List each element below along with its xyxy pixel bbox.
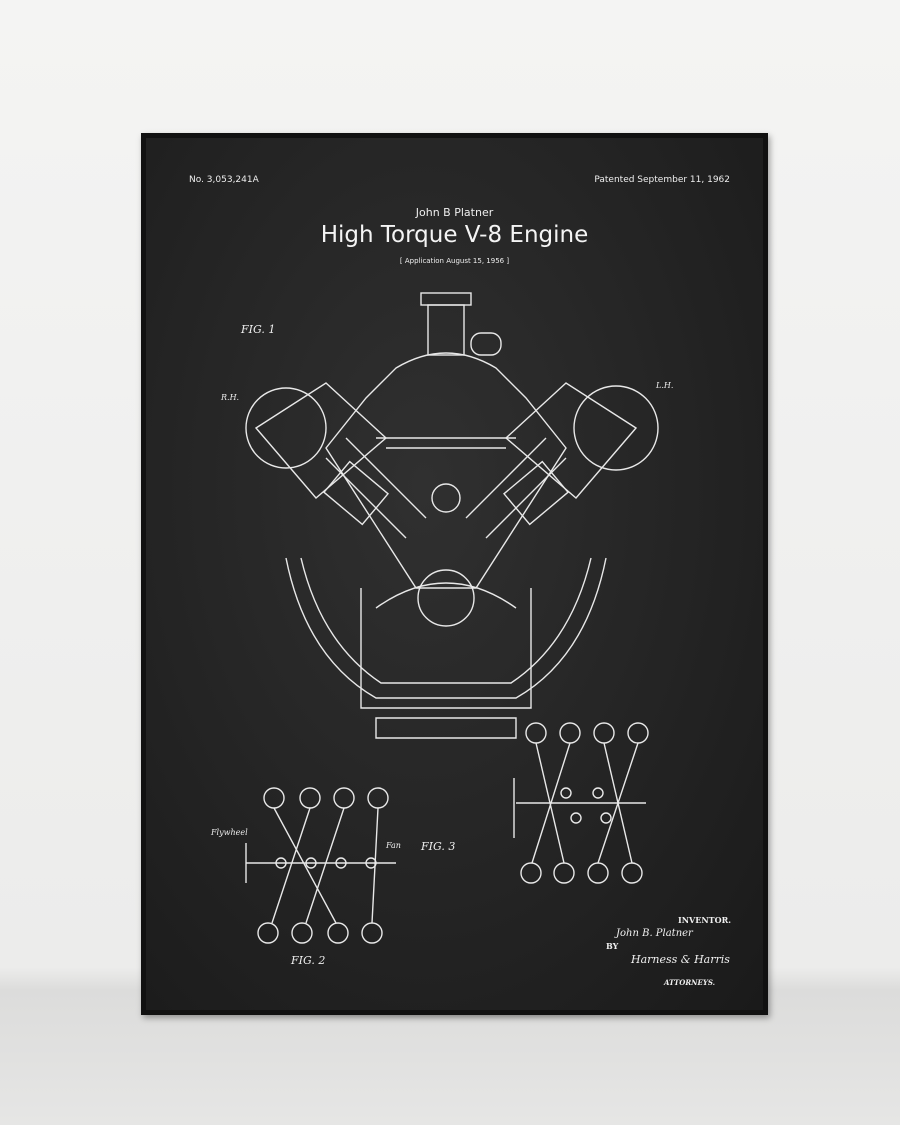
fig2-firing-diagram [245,787,396,944]
patent-poster: No. 3,053,241A Patented September 11, 19… [146,138,763,1010]
rh-label: R.H. [220,393,239,402]
poster-title: High Torque V-8 Engine [320,222,589,248]
flywheel-label: Flywheel [210,828,248,837]
lh-label: L.H. [655,381,673,390]
fig3-firing-diagram [513,722,649,884]
fig1-label: FIG. 1 [240,323,275,336]
application-date: [ Application August 15, 1956 ] [399,257,510,265]
fig2-label: FIG. 2 [290,954,325,967]
poster-frame: No. 3,053,241A Patented September 11, 19… [141,133,768,1015]
attorneys-name: Harness & Harris [631,953,730,966]
patent-date: Patented September 11, 1962 [594,175,730,185]
by-label: BY [606,941,619,951]
fan-label: Fan [385,841,401,850]
attorneys-label: ATTORNEYS. [664,978,716,987]
inventor-name: John B. Platner [616,928,693,939]
patent-number: No. 3,053,241A [189,175,259,185]
fig1-engine [245,292,659,739]
engine-drawing: FIG. 1 R.H. L.H. Flywheel Fan FIG. 2 [210,292,673,967]
inventor-label: INVENTOR. [678,915,732,925]
fig3-label: FIG. 3 [420,840,455,853]
author: John B Platner [415,206,494,219]
